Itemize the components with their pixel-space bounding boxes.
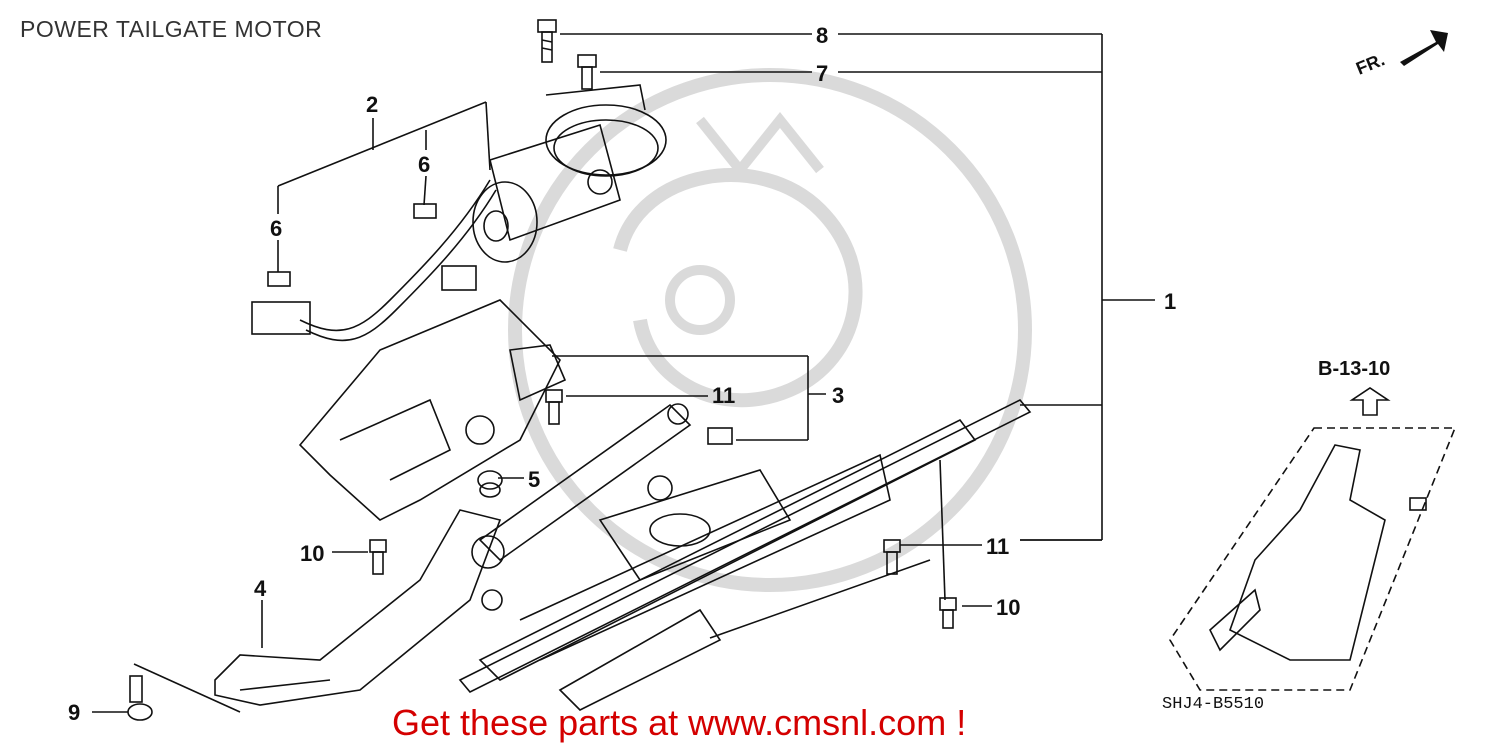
callout-9: 9 [68, 700, 80, 725]
callout-7: 7 [816, 61, 828, 86]
callout-3: 3 [832, 383, 844, 408]
callout-11-upper: 11 [712, 383, 735, 408]
reference-label: B-13-10 [1318, 358, 1391, 380]
bolt-10-right-icon [939, 597, 957, 629]
bolt-9-icon [127, 675, 153, 721]
strap-4 [214, 509, 502, 706]
promo-link[interactable]: Get these parts at www.cmsnl.com ! [392, 702, 967, 743]
motor-assembly [472, 84, 667, 263]
part-5-icon [477, 470, 503, 498]
callout-4: 4 [254, 576, 267, 601]
leader-lines [92, 33, 1155, 713]
bolt-11-upper-icon [545, 389, 563, 425]
bolt-10-left-icon [369, 539, 387, 575]
reference-inset [1169, 387, 1457, 691]
callout-11-lower: 11 [986, 534, 1009, 559]
bolt-8-icon [537, 19, 557, 63]
front-arrow-icon [1400, 30, 1448, 66]
callout-6-lower: 6 [270, 216, 282, 241]
guide-rail [458, 399, 1032, 711]
callout-10-left: 10 [300, 541, 324, 566]
callout-10-right: 10 [996, 595, 1020, 620]
callout-8: 8 [816, 23, 828, 48]
callout-2: 2 [366, 92, 378, 117]
drive-bracket [298, 299, 567, 521]
bolt-7-icon [577, 54, 597, 90]
callout-6-upper: 6 [418, 152, 430, 177]
diagram-code: SHJ4-B5510 [1162, 695, 1265, 714]
watermark-logo [508, 68, 1032, 592]
bolt-3-icon [707, 427, 733, 445]
link-rod [471, 403, 692, 569]
wire-harness [251, 179, 497, 342]
bolt-11-lower-icon [883, 539, 901, 575]
page-title: POWER TAILGATE MOTOR [20, 16, 323, 42]
callout-1: 1 [1164, 289, 1176, 314]
callout-5: 5 [528, 467, 540, 492]
